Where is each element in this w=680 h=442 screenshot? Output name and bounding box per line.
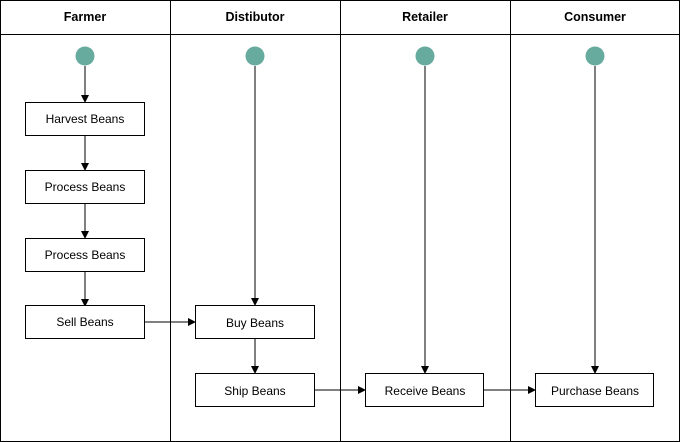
node-label: Harvest Beans bbox=[46, 112, 125, 126]
lane-header-consumer: Consumer bbox=[564, 10, 626, 24]
node-receive-beans[interactable]: Receive Beans bbox=[365, 373, 484, 407]
lane-header-retailer: Retailer bbox=[402, 10, 448, 24]
node-label: Purchase Beans bbox=[551, 384, 639, 398]
lane-header-farmer: Farmer bbox=[64, 10, 107, 24]
start-node-consumer[interactable] bbox=[585, 46, 605, 66]
node-label: Buy Beans bbox=[226, 316, 284, 330]
node-sell-beans[interactable]: Sell Beans bbox=[25, 305, 145, 339]
start-node-retailer[interactable] bbox=[415, 46, 435, 66]
node-purchase-beans[interactable]: Purchase Beans bbox=[535, 373, 654, 407]
node-label: Process Beans bbox=[45, 248, 126, 262]
start-node-farmer[interactable] bbox=[75, 46, 95, 66]
node-ship-beans[interactable]: Ship Beans bbox=[195, 373, 315, 407]
lane-header-distributor: Distibutor bbox=[225, 10, 284, 24]
node-label: Ship Beans bbox=[224, 384, 285, 398]
node-process-beans-1[interactable]: Process Beans bbox=[25, 170, 145, 204]
start-node-distributor[interactable] bbox=[245, 46, 265, 66]
node-harvest-beans[interactable]: Harvest Beans bbox=[25, 102, 145, 136]
node-label: Process Beans bbox=[45, 180, 126, 194]
node-label: Sell Beans bbox=[56, 315, 113, 329]
node-label: Receive Beans bbox=[385, 384, 466, 398]
node-process-beans-2[interactable]: Process Beans bbox=[25, 238, 145, 272]
node-buy-beans[interactable]: Buy Beans bbox=[195, 305, 315, 339]
